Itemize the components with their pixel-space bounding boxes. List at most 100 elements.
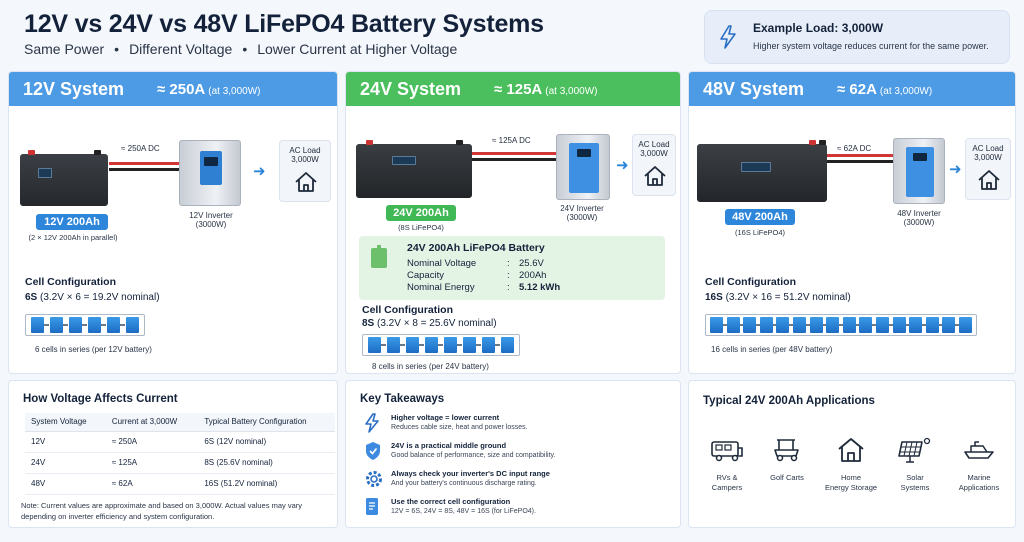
battery-cell [809, 317, 828, 333]
table-header-row: System Voltage Current at 3,000W Typical… [25, 413, 335, 432]
battery-terminal [28, 150, 35, 155]
dc-current-label: ≈ 125A DC [492, 136, 531, 145]
battery-cell [126, 317, 139, 333]
spec-title: 24V 200Ah LiFePO4 Battery [407, 242, 545, 254]
inverter-screen [577, 149, 591, 157]
house-icon [644, 166, 666, 186]
inverter-image [179, 140, 241, 206]
key-takeaways-card: Key Takeaways Higher voltage = lower cur… [345, 380, 681, 528]
system-card-24v: 24V System ≈ 125A(at 3,000W) ≈ 125A DC ➜… [345, 71, 681, 374]
battery-display [741, 162, 771, 172]
takeaway-item: Always check your inverter's DC input ra… [356, 467, 666, 497]
house-icon [295, 172, 317, 192]
voltage-table-card: How Voltage Affects Current System Volta… [8, 380, 338, 528]
cells-caption: 16 cells in series (per 48V battery) [711, 345, 833, 354]
battery-cell [842, 317, 861, 333]
system-label: 12V System [23, 79, 125, 99]
battery-caption: (16S LiFePO4) [734, 228, 786, 237]
home-icon [838, 438, 864, 462]
cells-caption: 6 cells in series (per 12V battery) [35, 345, 152, 354]
battery-icon [371, 245, 387, 268]
gear-icon [366, 471, 382, 487]
battery-cell [792, 317, 811, 333]
battery-cell [501, 337, 514, 353]
dc-wire-negative [472, 158, 556, 161]
table-row: 12V ≈ 250A 6S (12V nominal) [25, 431, 335, 453]
battery-cell [743, 317, 762, 333]
battery-cell [107, 317, 125, 333]
page-subtitle: Same Power•Different Voltage•Lower Curre… [24, 41, 458, 57]
battery-cell [892, 317, 911, 333]
cell-series-strip [705, 314, 977, 336]
cell-config-title: Cell Configuration [25, 276, 116, 288]
dc-current-label: ≈ 62A DC [837, 144, 872, 153]
battery-cell [50, 317, 68, 333]
battery-terminal [819, 140, 826, 145]
dc-wire-positive [472, 152, 556, 155]
inverter-image [893, 138, 945, 204]
battery-cell [759, 317, 778, 333]
battery-cell [909, 317, 928, 333]
system-label: 48V System [703, 79, 805, 99]
battery-cell [875, 317, 894, 333]
example-note: Higher system voltage reduces current fo… [753, 41, 989, 51]
table-note: Note: Current values are approximate and… [21, 501, 302, 521]
battery-cell [482, 337, 500, 353]
battery-cell [444, 337, 462, 353]
takeaway-item: 24V is a practical middle ground Good ba… [356, 439, 666, 469]
battery-cell [958, 317, 972, 333]
spec-row: Capacity:200Ah [407, 270, 547, 281]
cell-config-formula: 6S (3.2V × 6 = 19.2V nominal) [25, 292, 160, 303]
dc-wire-positive [109, 162, 179, 165]
solar-panel-icon [898, 437, 931, 463]
spec-row: Nominal Voltage:25.6V [407, 258, 544, 269]
system-current: ≈ 125A(at 3,000W) [494, 81, 598, 98]
lightning-icon [720, 25, 736, 49]
document-icon [366, 498, 378, 515]
house-icon [978, 170, 1000, 190]
battery-terminal [366, 140, 373, 145]
cell-config-title: Cell Configuration [362, 304, 453, 316]
battery-cell [710, 317, 728, 333]
dc-wire-positive [827, 154, 893, 157]
takeaway-item: Use the correct cell configuration 12V =… [356, 495, 666, 525]
battery-terminal [456, 140, 463, 145]
spec-row: Nominal Energy:5.12 kWh [407, 282, 561, 293]
example-load-box: Example Load: 3,000W Higher system volta… [704, 10, 1010, 64]
battery-cell [69, 317, 87, 333]
system-card-48v: 48V System ≈ 62A(at 3,000W) ≈ 62A DC ➜ A… [688, 71, 1016, 374]
battery-cell [88, 317, 106, 333]
application-item: RVs &Campers [697, 435, 757, 493]
battery-cell [859, 317, 878, 333]
dc-wire-negative [827, 160, 893, 163]
battery-display [38, 168, 52, 178]
inverter-screen [204, 157, 218, 166]
system-band: 48V System ≈ 62A(at 3,000W) [689, 72, 1015, 106]
battery-image [20, 150, 108, 206]
battery-cell [925, 317, 944, 333]
lightning-icon [365, 413, 379, 433]
system-card-12v: 12V System ≈ 250A(at 3,000W) ≈ 250A DC ➜… [8, 71, 338, 374]
golf-cart-icon [774, 439, 799, 462]
cell-config-formula: 8S (3.2V × 8 = 25.6V nominal) [362, 318, 497, 329]
inverter-caption: 12V Inverter(3000W) [189, 211, 233, 229]
arrow-right-icon: ➜ [949, 161, 962, 178]
battery-cell [826, 317, 845, 333]
system-current: ≈ 62A(at 3,000W) [837, 81, 933, 98]
system-band: 24V System ≈ 125A(at 3,000W) [346, 72, 680, 106]
battery-cell [368, 337, 386, 353]
battery-cell [31, 317, 49, 333]
system-label: 24V System [360, 79, 462, 99]
battery-display [392, 156, 416, 165]
battery-cell [463, 337, 481, 353]
battery-cell [425, 337, 443, 353]
battery-pill: 48V 200Ah [725, 209, 795, 225]
battery-caption: (2 × 12V 200Ah in parallel) [28, 233, 118, 242]
inverter-image [556, 134, 610, 200]
table-row: 48V ≈ 62A 16S (51.2V nominal) [25, 473, 335, 495]
voltage-table-title: How Voltage Affects Current [23, 393, 178, 405]
